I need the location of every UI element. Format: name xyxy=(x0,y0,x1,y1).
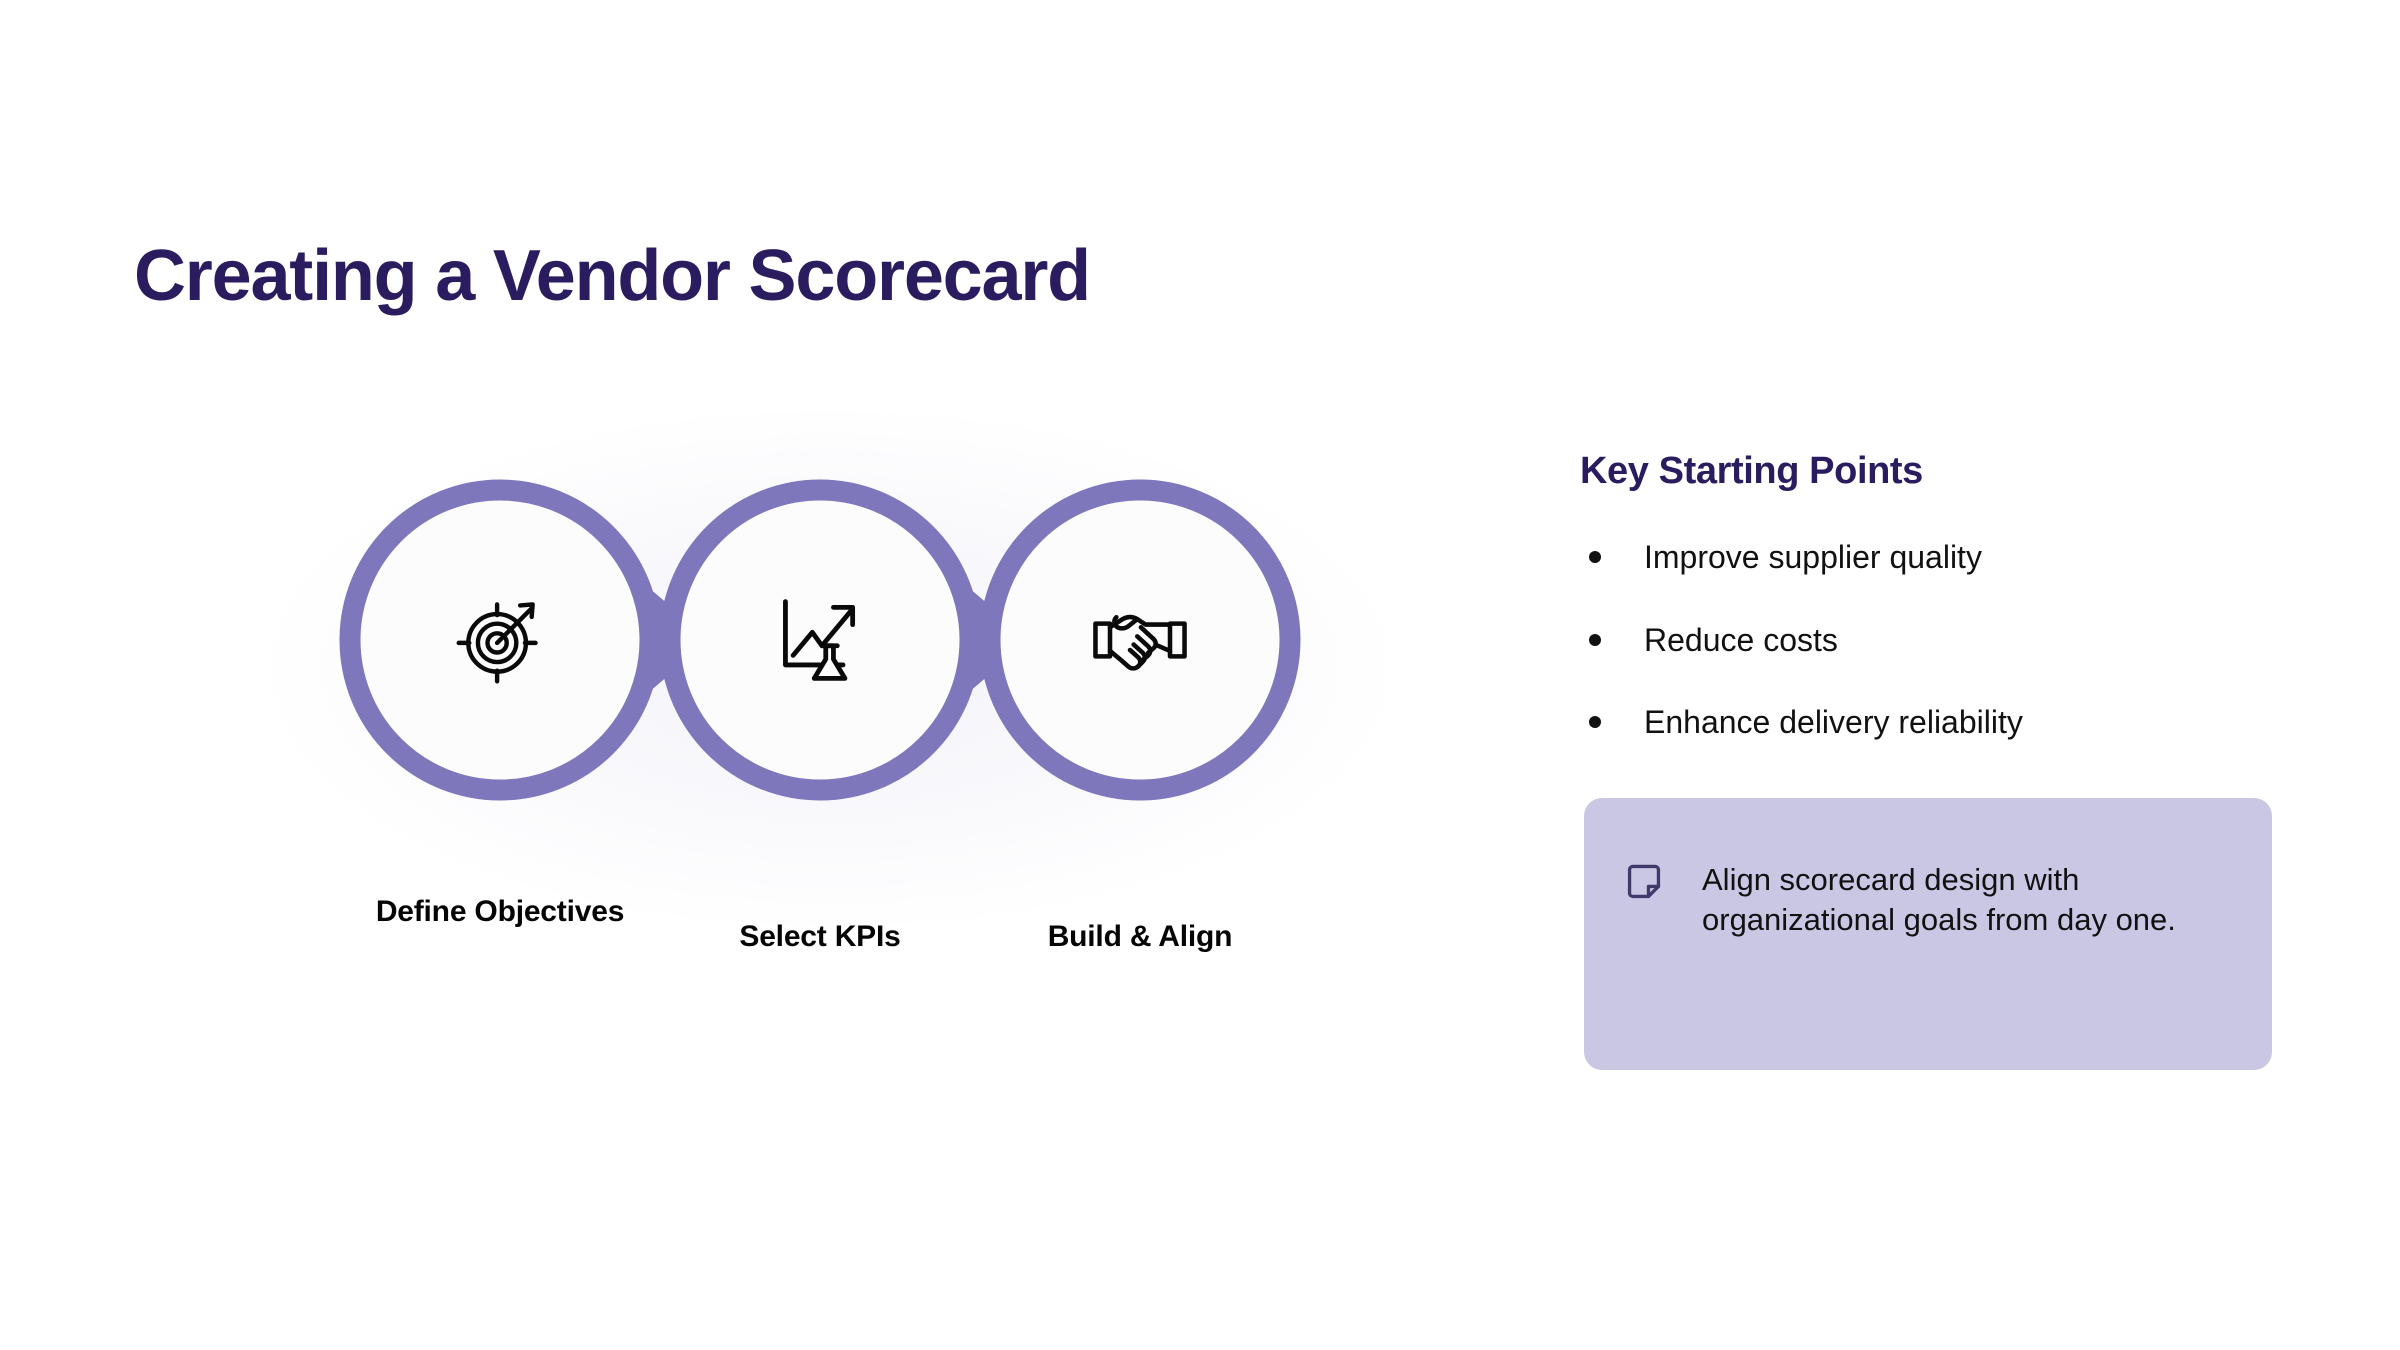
bullet-dot-icon xyxy=(1589,716,1601,729)
callout-text: Align scorecard design with organization… xyxy=(1702,862,2176,937)
list-item-label: Enhance delivery reliability xyxy=(1644,704,2023,741)
bullet-dot-icon xyxy=(1589,551,1601,563)
process-diagram: Define Objectives Select KPIs Build & Al… xyxy=(180,400,1480,1020)
callout-box: Align scorecard design with organization… xyxy=(1584,798,2272,1070)
page-title: Creating a Vendor Scorecard xyxy=(134,236,1091,316)
chart-flask-icon xyxy=(765,585,875,695)
list-item: Enhance delivery reliability xyxy=(1580,702,2280,744)
target-arrow-icon xyxy=(445,585,555,695)
list-item-label: Reduce costs xyxy=(1644,621,1838,658)
list-item-label: Improve supplier quality xyxy=(1644,539,1982,575)
key-starting-points-panel: Key Starting Points Improve supplier qua… xyxy=(1580,450,2280,785)
side-panel-heading: Key Starting Points xyxy=(1580,450,1923,492)
list-item: Reduce costs xyxy=(1580,620,2280,662)
bullet-dot-icon xyxy=(1589,633,1601,646)
sticky-note-icon xyxy=(1624,862,1664,902)
key-points-list: Improve supplier quality Reduce costs En… xyxy=(1580,537,2280,744)
step-label-build-align: Build & Align xyxy=(1047,920,1233,953)
list-item: Improve supplier quality xyxy=(1580,537,2280,579)
step-label-select-kpis: Select KPIs xyxy=(739,920,901,953)
step-label-define-objectives: Define Objectives xyxy=(375,895,625,928)
handshake-icon xyxy=(1085,585,1195,695)
